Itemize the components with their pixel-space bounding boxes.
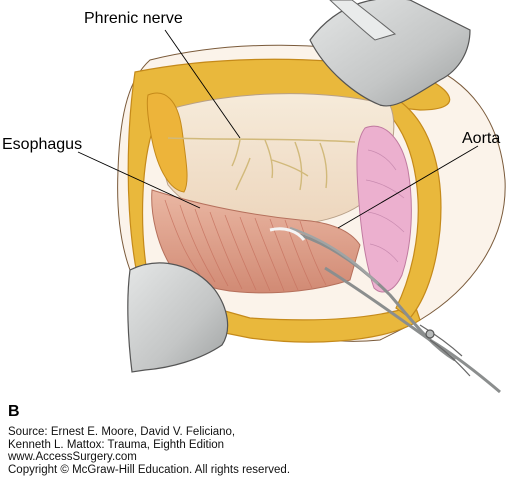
clamp-instrument — [289, 226, 501, 394]
leader-lines — [77, 29, 479, 229]
label-esophagus: Esophagus — [2, 136, 83, 153]
fat-layer-right — [384, 97, 442, 319]
source-line-2: Kenneth L. Mattox: Trauma, Eighth Editio… — [8, 438, 225, 451]
aorta — [356, 125, 412, 293]
retractor-top — [309, 0, 471, 107]
phrenic-nerve — [167, 137, 356, 191]
source-line-3: www.AccessSurgery.com — [8, 451, 137, 464]
label-aorta: Aorta — [462, 130, 501, 147]
panel-letter: B — [8, 403, 20, 420]
retractor-bottom — [127, 262, 229, 373]
source-line-4: Copyright © McGraw-Hill Education. All r… — [8, 463, 291, 476]
label-phrenic-nerve: Phrenic nerve — [84, 10, 183, 27]
source-line-1: Source: Ernest E. Moore, David V. Felici… — [8, 426, 236, 438]
fat-pad — [146, 92, 188, 193]
muscle-fibers — [164, 199, 327, 292]
vessel-loop — [269, 227, 306, 241]
diaphragm — [158, 93, 395, 226]
retractor-top-handle — [329, 0, 397, 41]
aorta-texture — [365, 149, 405, 263]
source-credit: Source: Ernest E. Moore, David V. Felici… — [8, 426, 290, 476]
